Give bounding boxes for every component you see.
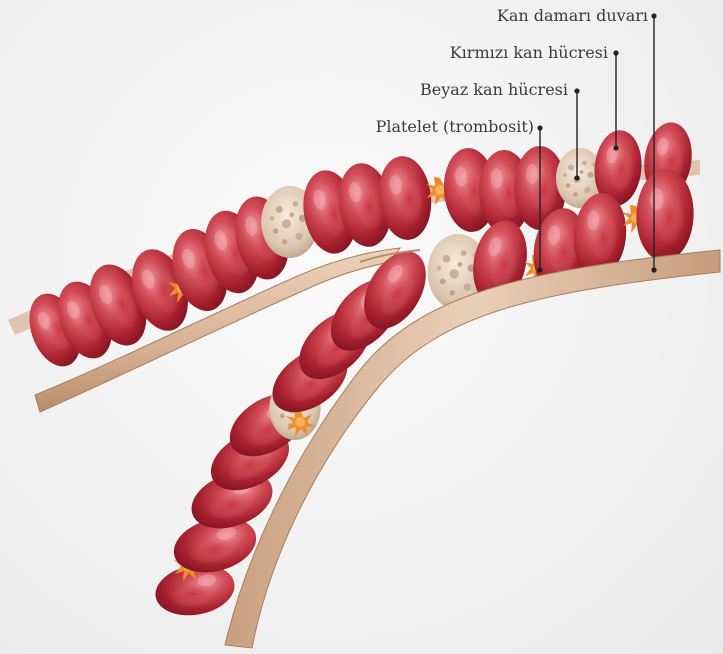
lower-vessel-wall — [225, 250, 720, 648]
label-white-blood-cell: Beyaz kan hücresi — [420, 80, 568, 99]
label-red-blood-cell: Kırmızı kan hücresi — [450, 43, 608, 62]
label-platelet: Platelet (trombosit) — [376, 117, 534, 136]
label-vessel-wall: Kan damarı duvarı — [497, 6, 648, 25]
